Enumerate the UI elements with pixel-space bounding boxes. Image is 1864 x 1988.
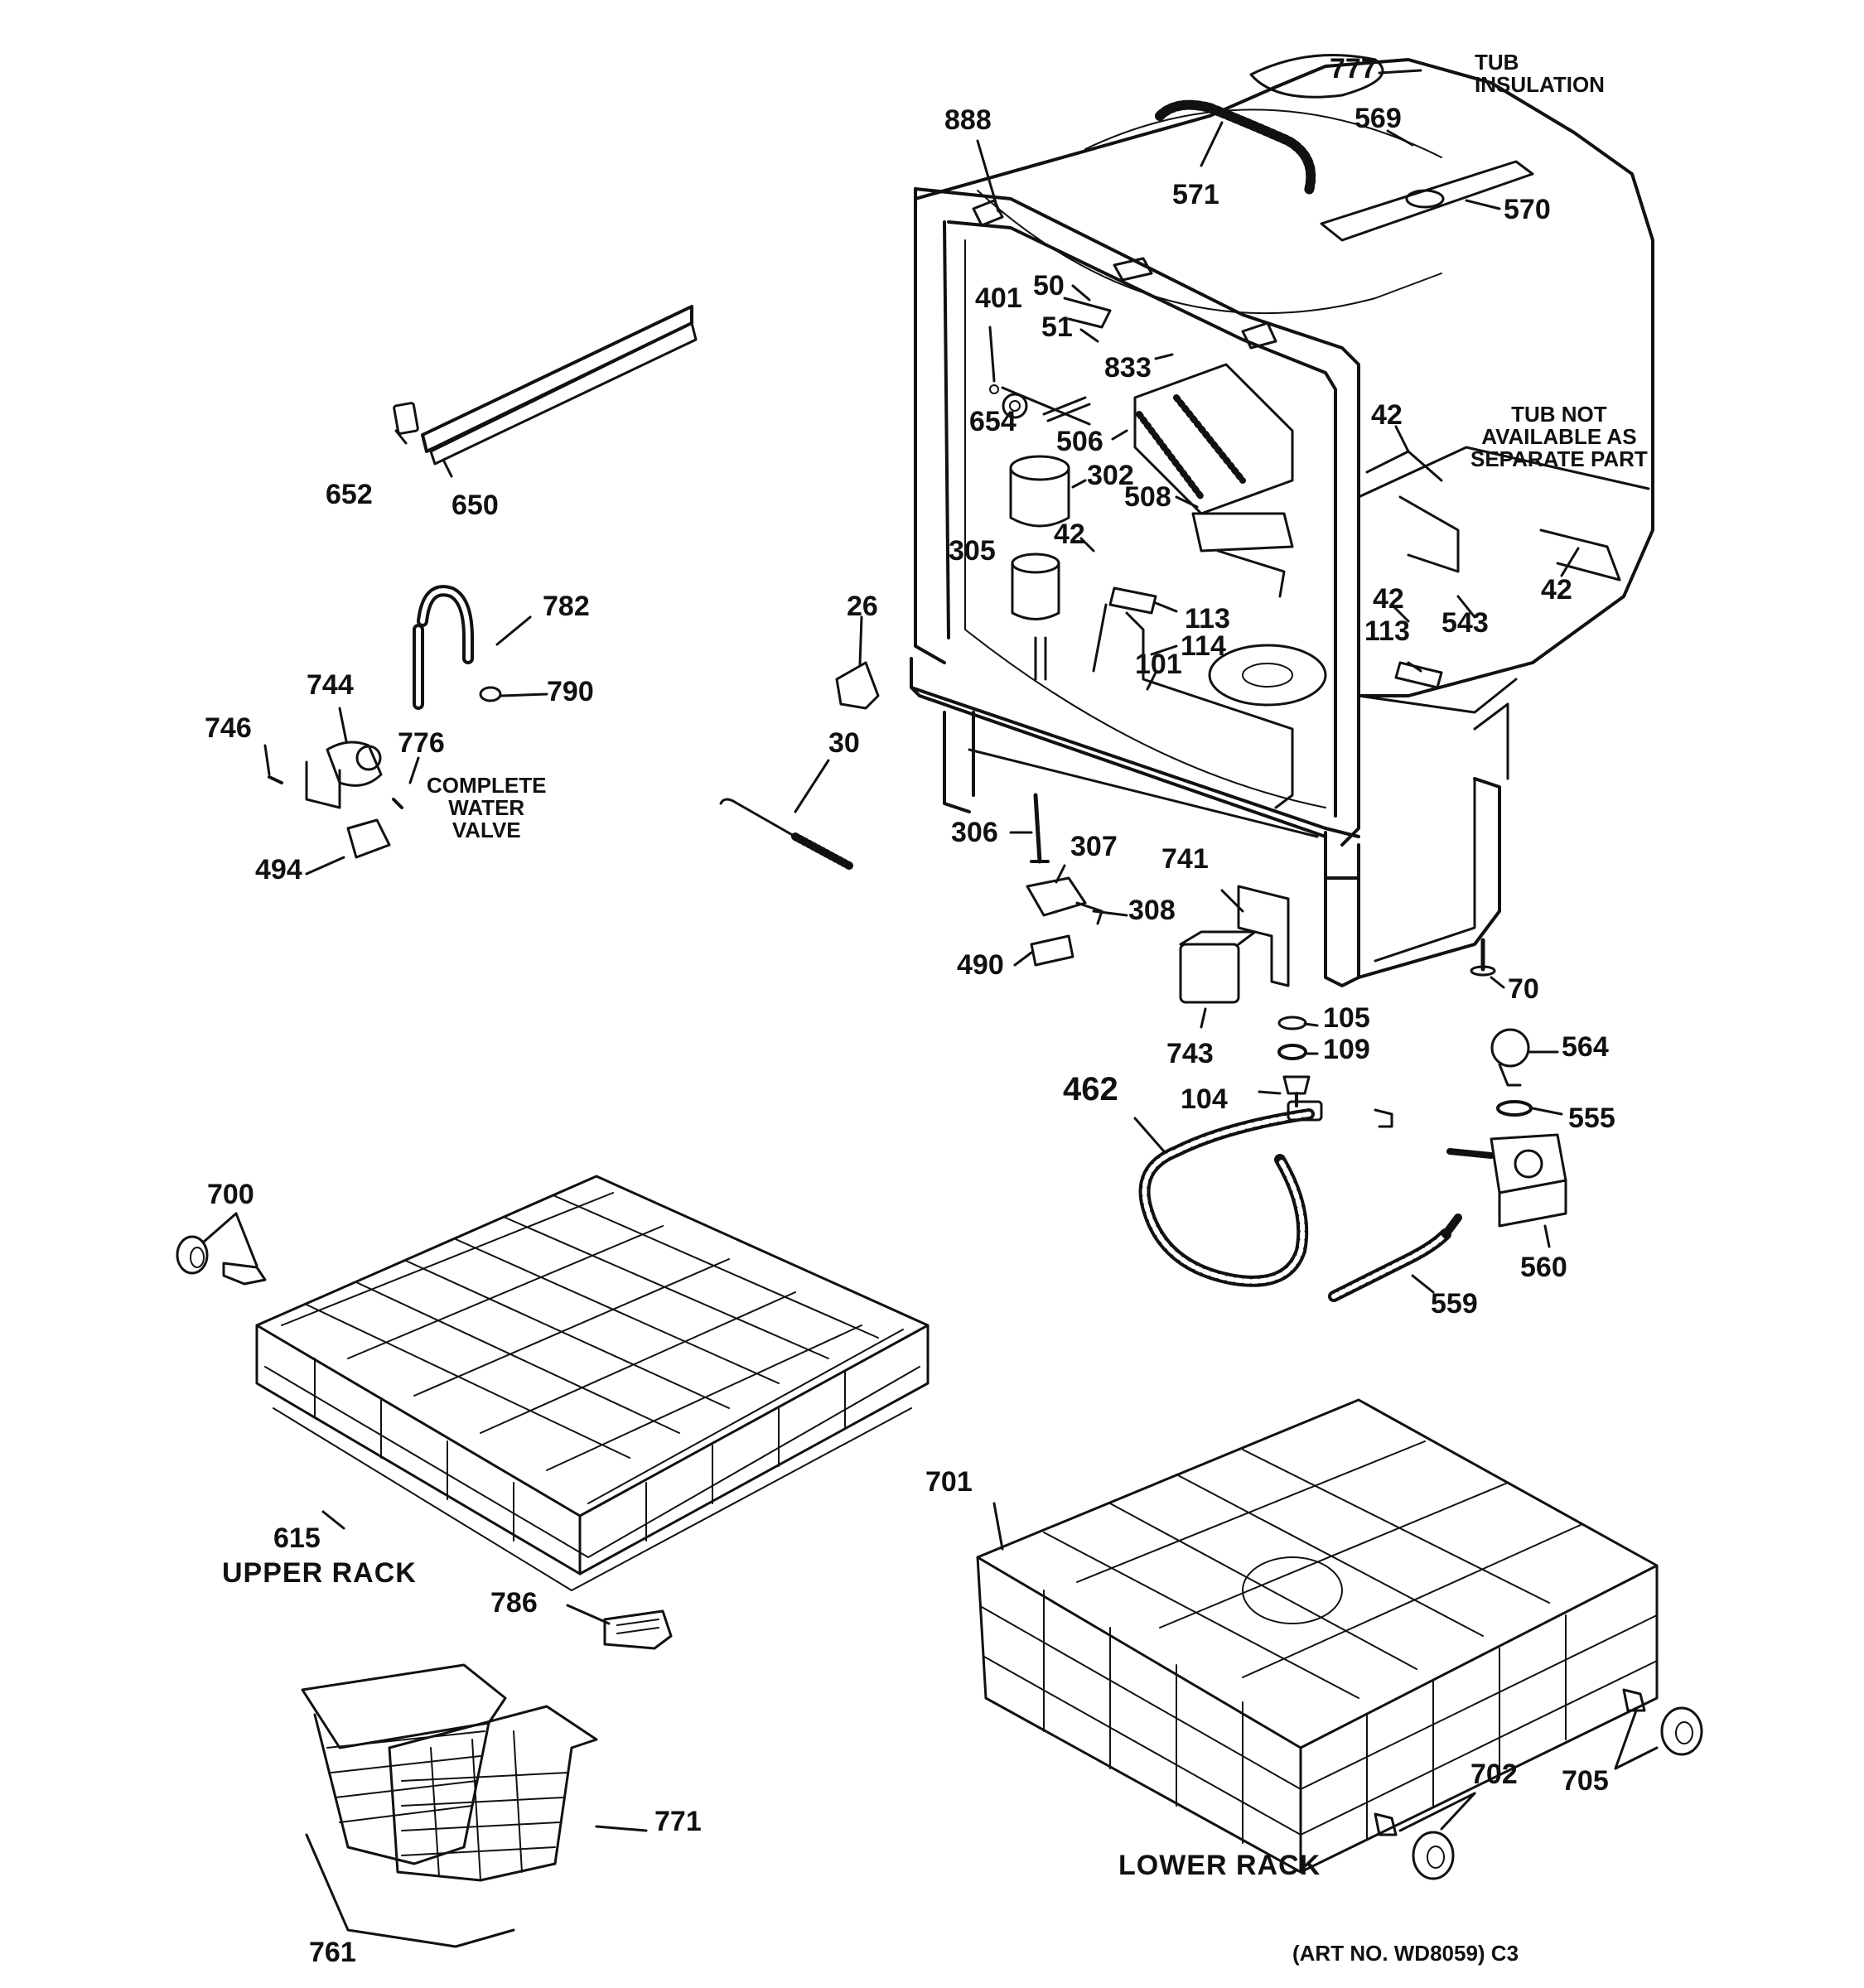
part-label-833: 833: [1104, 352, 1152, 384]
part-label-109: 109: [1323, 1034, 1370, 1065]
part-label-569: 569: [1355, 103, 1402, 134]
part-label-101: 101: [1135, 649, 1182, 680]
part-label-113: 113: [1364, 615, 1410, 647]
part-label-705: 705: [1562, 1765, 1609, 1797]
caption-line: SEPARATE PART: [1470, 446, 1648, 471]
part-label-30: 30: [828, 727, 860, 759]
part-label-104: 104: [1181, 1083, 1228, 1115]
lower-rack-drawing: [976, 1398, 1659, 1874]
caption-line: TUB: [1475, 50, 1519, 75]
switch-parts: [1026, 793, 1496, 1107]
rollers-702-705: [1374, 1688, 1703, 1880]
part-label-746: 746: [205, 712, 252, 744]
part-label-42: 42: [1541, 574, 1572, 606]
part-label-306: 306: [951, 817, 998, 848]
part-label-786: 786: [490, 1587, 538, 1619]
art-number: (ART NO. WD8059) C3: [1292, 1941, 1519, 1966]
part-label-42: 42: [1371, 399, 1403, 431]
caption-line: WATER: [448, 795, 525, 820]
part-label-305: 305: [949, 535, 996, 567]
part-label-50: 50: [1033, 270, 1065, 302]
part-label-777: 777: [1330, 53, 1377, 84]
part-label-560: 560: [1520, 1252, 1567, 1283]
part-label-701: 701: [925, 1466, 973, 1498]
part-label-490: 490: [957, 949, 1004, 981]
part-label-462: 462: [1063, 1071, 1118, 1107]
part-label-776: 776: [398, 727, 445, 759]
caption-line: AVAILABLE AS: [1481, 424, 1637, 449]
caption-line: VALVE: [452, 818, 521, 842]
part-label-743: 743: [1166, 1038, 1214, 1069]
spring: [719, 798, 851, 867]
upper-rack-caption: UPPER RACK: [222, 1557, 417, 1589]
caption-line: COMPLETE: [427, 773, 547, 798]
latch-part: [835, 661, 880, 710]
part-label-70: 70: [1508, 973, 1539, 1005]
part-label-615: 615: [273, 1522, 321, 1554]
part-label-555: 555: [1568, 1103, 1615, 1134]
water-valve: [268, 585, 502, 859]
part-label-741: 741: [1161, 843, 1209, 875]
tub-insulation-caption: TUB INSULATION: [1475, 51, 1605, 96]
part-label-543: 543: [1441, 607, 1489, 639]
part-label-654: 654: [969, 406, 1017, 437]
part-label-508: 508: [1124, 481, 1171, 513]
part-label-506: 506: [1056, 426, 1103, 457]
part-label-564: 564: [1562, 1031, 1609, 1063]
clip-786: [603, 1609, 673, 1650]
roller-parts-700: [176, 1235, 267, 1286]
part-label-744: 744: [307, 669, 354, 701]
part-label-26: 26: [847, 591, 878, 622]
door-gasket: [393, 305, 698, 466]
pump-assembly: [1328, 1028, 1567, 1302]
upper-rack-drawing: [255, 1175, 930, 1591]
part-label-559: 559: [1431, 1288, 1478, 1320]
drain-hose: [1138, 1100, 1323, 1287]
part-label-308: 308: [1128, 895, 1176, 926]
part-label-650: 650: [452, 490, 499, 521]
caption-line: TUB NOT: [1511, 402, 1607, 427]
part-label-307: 307: [1070, 831, 1118, 862]
part-label-401: 401: [975, 282, 1022, 314]
part-label-571: 571: [1172, 179, 1219, 210]
part-label-42: 42: [1054, 519, 1085, 550]
part-label-42: 42: [1373, 583, 1404, 615]
part-label-888: 888: [944, 104, 992, 136]
part-label-105: 105: [1323, 1002, 1370, 1034]
part-label-114: 114: [1181, 630, 1226, 662]
part-label-51: 51: [1041, 311, 1073, 343]
complete-water-valve-caption: COMPLETE WATER VALVE: [427, 774, 546, 842]
part-label-790: 790: [547, 676, 594, 707]
part-label-761: 761: [309, 1937, 356, 1968]
tub-not-available-caption: TUB NOT AVAILABLE AS SEPARATE PART: [1470, 403, 1648, 470]
part-label-702: 702: [1470, 1759, 1518, 1790]
silverware-basket-drawing: [301, 1663, 598, 1882]
part-label-782: 782: [543, 591, 590, 622]
leader-lines: [201, 69, 1659, 1948]
tub-assembly: [910, 53, 1654, 987]
part-label-113: 113: [1185, 603, 1230, 635]
part-label-771: 771: [654, 1806, 702, 1837]
part-label-652: 652: [326, 479, 373, 510]
part-label-494: 494: [255, 854, 302, 885]
caption-line: INSULATION: [1475, 72, 1605, 97]
part-label-302: 302: [1087, 460, 1134, 491]
part-label-570: 570: [1504, 194, 1551, 225]
part-label-700: 700: [207, 1179, 254, 1210]
lower-rack-caption: LOWER RACK: [1118, 1850, 1321, 1881]
